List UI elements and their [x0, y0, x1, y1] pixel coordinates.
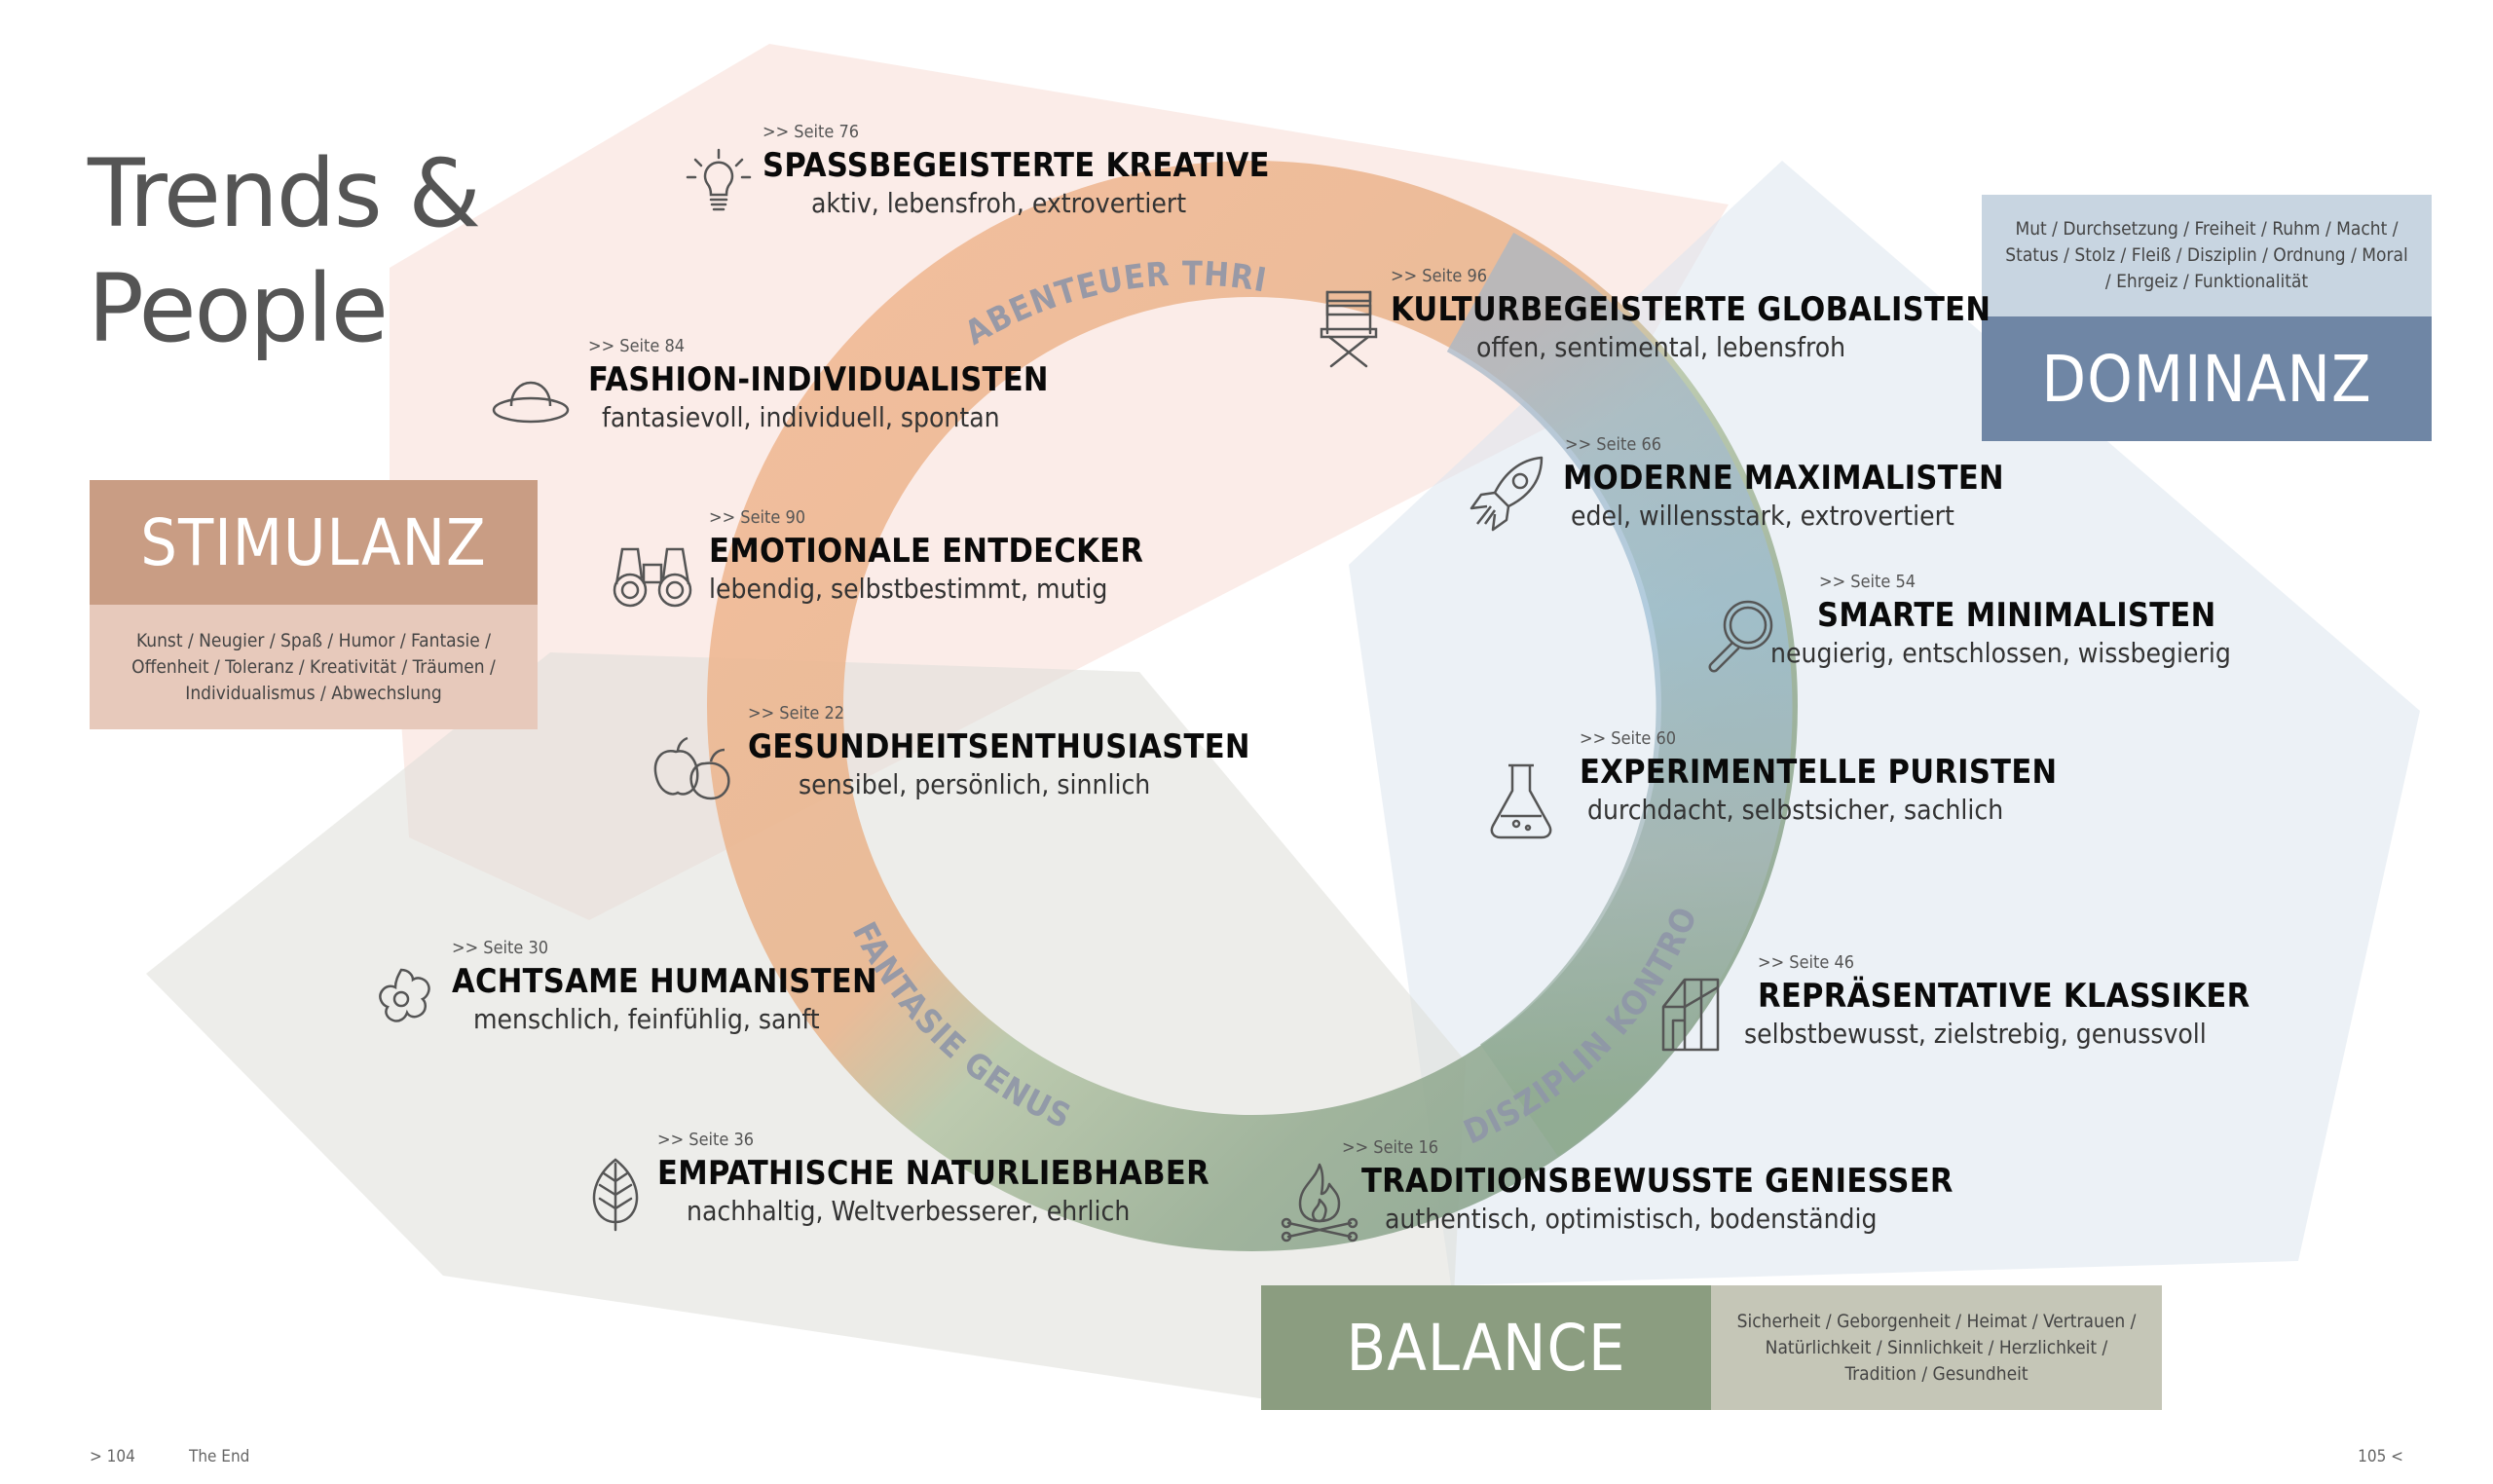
footer-section-title: The End — [189, 1447, 250, 1466]
lightbulb-icon — [680, 144, 758, 222]
segment-page-ref: >> Seite 16 — [1342, 1137, 1439, 1158]
hat-icon — [490, 365, 572, 433]
campfire-icon — [1279, 1159, 1361, 1243]
segment-emotionale-entdecker: >> Seite 90 EMOTIONALE ENTDECKER lebendi… — [709, 507, 1143, 605]
fruits-icon — [651, 732, 733, 800]
segment-traits: nachhaltig, Weltverbesserer, ehrlich — [687, 1195, 1131, 1227]
segment-name: SPASSBEGEISTERTE KREATIVE — [763, 146, 1270, 185]
segment-name: TRADITIONSBEWUSSTE GENIESSER — [1361, 1162, 1953, 1201]
segment-page-ref: >> Seite 54 — [1819, 572, 1916, 592]
segment-gesundheitsenthusiasten: >> Seite 22 GESUNDHEITSENTHUSIASTEN sens… — [748, 703, 1250, 800]
segment-smarte-minimalisten: >> Seite 54 SMARTE MINIMALISTEN neugieri… — [1770, 572, 2231, 669]
segment-name: KULTURBEGEISTERTE GLOBALISTEN — [1391, 290, 1991, 329]
page-title: Trends & People — [88, 136, 481, 366]
segment-page-ref: >> Seite 30 — [452, 938, 549, 958]
segment-traits: neugierig, entschlossen, wissbegierig — [1770, 637, 2231, 669]
dimension-dominanz: Mut / Durchsetzung / Freiheit / Ruhm / M… — [1982, 195, 2432, 441]
segment-repraesentative-klassiker: >> Seite 46 REPRÄSENTATIVE KLASSIKER sel… — [1744, 952, 2251, 1050]
segment-traits: lebendig, selbstbestimmt, mutig — [709, 573, 1108, 605]
segment-name: REPRÄSENTATIVE KLASSIKER — [1758, 977, 2251, 1016]
title-line-1: Trends & — [88, 139, 481, 248]
segment-name: EMPATHISCHE NATURLIEBHABER — [657, 1154, 1209, 1193]
dimension-stimulanz-label: STIMULANZ — [90, 480, 538, 605]
segment-traits: aktiv, lebensfroh, extrovertiert — [811, 187, 1187, 219]
magnifier-icon — [1699, 592, 1782, 675]
segment-fashion-individualisten: >> Seite 84 FASHION-INDIVIDUALISTEN fant… — [588, 336, 1049, 433]
segment-spassbegeisterte-kreative: >> Seite 76 SPASSBEGEISTERTE KREATIVE ak… — [763, 122, 1270, 219]
dimension-stimulanz-values: Kunst / Neugier / Spaß / Humor / Fantasi… — [90, 605, 538, 729]
dimension-dominanz-label: DOMINANZ — [1982, 316, 2432, 441]
segment-experimentelle-puristen: >> Seite 60 EXPERIMENTELLE PURISTEN durc… — [1580, 728, 2057, 826]
segment-page-ref: >> Seite 66 — [1565, 434, 1662, 455]
dimension-balance-values: Sicherheit / Geborgenheit / Heimat / Ver… — [1711, 1285, 2162, 1410]
segment-name: MODERNE MAXIMALISTEN — [1563, 459, 2004, 498]
segment-empathische-naturliebhaber: >> Seite 36 EMPATHISCHE NATURLIEBHABER n… — [657, 1130, 1209, 1227]
segment-traits: offen, sentimental, lebensfroh — [1476, 331, 1846, 363]
segment-traits: selbstbewusst, zielstrebig, genussvoll — [1744, 1018, 2207, 1050]
leaf-icon — [586, 1154, 645, 1232]
segment-page-ref: >> Seite 60 — [1580, 728, 1677, 749]
segment-traditionsbewusste-geniesser: >> Seite 16 TRADITIONSBEWUSSTE GENIESSER… — [1342, 1137, 1953, 1235]
segment-page-ref: >> Seite 46 — [1758, 952, 1855, 973]
title-line-2: People — [88, 254, 389, 363]
binoculars-icon — [609, 536, 696, 613]
segment-page-ref: >> Seite 76 — [763, 122, 860, 142]
segment-page-ref: >> Seite 22 — [748, 703, 845, 723]
footer-right-page-number: 105 < — [2358, 1447, 2403, 1466]
segment-page-ref: >> Seite 36 — [657, 1130, 755, 1150]
segment-page-ref: >> Seite 96 — [1391, 266, 1488, 286]
director-chair-icon — [1310, 284, 1388, 372]
segment-name: GESUNDHEITSENTHUSIASTEN — [748, 727, 1250, 766]
flask-icon — [1485, 760, 1558, 842]
segment-traits: edel, willensstark, extrovertiert — [1571, 500, 1954, 532]
segment-achtsame-humanisten: >> Seite 30 ACHTSAME HUMANISTEN menschli… — [452, 938, 877, 1035]
segment-name: FASHION-INDIVIDUALISTEN — [588, 360, 1049, 399]
dimension-balance: BALANCE Sicherheit / Geborgenheit / Heim… — [1261, 1285, 2162, 1410]
segment-name: SMARTE MINIMALISTEN — [1817, 596, 2216, 635]
segment-traits: fantasievoll, individuell, spontan — [602, 401, 1000, 433]
flower-icon — [365, 962, 438, 1035]
dimension-stimulanz: STIMULANZ Kunst / Neugier / Spaß / Humor… — [90, 480, 538, 729]
segment-name: EMOTIONALE ENTDECKER — [709, 532, 1144, 571]
dimension-dominanz-values: Mut / Durchsetzung / Freiheit / Ruhm / M… — [1982, 195, 2432, 316]
segment-traits: authentisch, optimistisch, bodenständig — [1385, 1203, 1878, 1235]
dimension-balance-label: BALANCE — [1261, 1285, 1711, 1410]
footer-left-page-number: > 104 — [90, 1447, 135, 1466]
segment-page-ref: >> Seite 90 — [709, 507, 806, 528]
segment-moderne-maximalisten: >> Seite 66 MODERNE MAXIMALISTEN edel, w… — [1563, 434, 2004, 532]
ring-right — [1446, 232, 1793, 1157]
segment-traits: sensibel, persönlich, sinnlich — [799, 768, 1151, 800]
segment-kulturbegeisterte-globalisten: >> Seite 96 KULTURBEGEISTERTE GLOBALISTE… — [1391, 266, 1991, 363]
rocket-icon — [1464, 450, 1551, 538]
segment-name: ACHTSAME HUMANISTEN — [452, 962, 877, 1001]
greenhouse-icon — [1656, 972, 1729, 1055]
segment-traits: durchdacht, selbstsicher, sachlich — [1587, 794, 2004, 826]
segment-name: EXPERIMENTELLE PURISTEN — [1580, 753, 2058, 792]
segment-page-ref: >> Seite 84 — [588, 336, 686, 356]
segment-traits: menschlich, feinfühlig, sanft — [473, 1003, 820, 1035]
